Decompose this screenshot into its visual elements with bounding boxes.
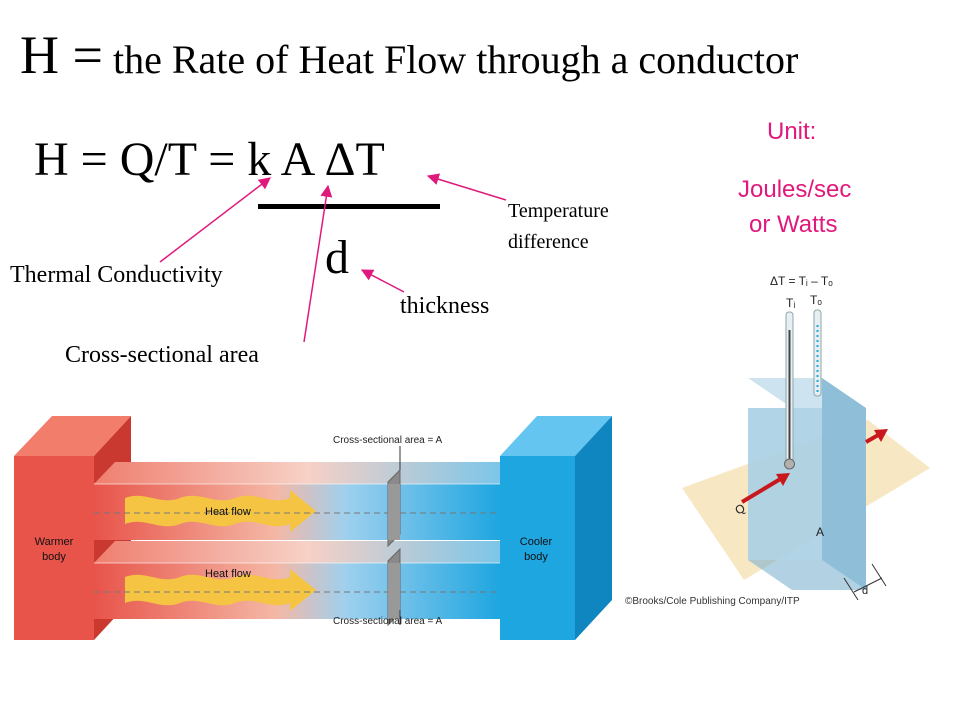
cool-body-top [500,416,612,456]
heat-flow-label-upper: Heat flow [205,506,251,518]
area-arrow [303,184,333,343]
title-symbol: H = [20,25,103,85]
title-text: the Rate of Heat Flow through a conducto… [112,37,799,82]
thermal-conductivity-label: Thermal Conductivity [10,262,223,288]
delta-t-equation: ΔT = Tᵢ – Tₒ [770,274,833,288]
unit-line-2: or Watts [749,211,838,238]
area-a-label: A [816,525,824,539]
lower-rod-top [94,541,521,563]
thermometer-outer [813,309,822,397]
warm-body-top [14,416,131,456]
heat-flow-label-lower: Heat flow [205,568,251,580]
cool-body-label-2: body [524,551,548,563]
q-arrow [740,476,784,504]
heat-flow-arrow-lower [125,569,316,611]
thickness-label: thickness [400,293,490,319]
warm-body-label-1: Warmer [35,536,74,548]
temperature-difference-label: Temperature difference [508,200,609,253]
slab-side [822,378,866,590]
unit-label: Unit: [767,118,817,145]
ti-label: Tᵢ [786,296,795,310]
cross-sectional-area-label: Cross-sectional area [65,342,259,368]
credit-text: ©Brooks/Cole Publishing Company/ITP [625,596,800,607]
page-title: H = the Rate of Heat Flow through a cond… [20,28,798,82]
heat-flow-arrow-upper [125,490,316,532]
cool-body-side [575,416,612,640]
warm-body-label-2: body [42,551,66,563]
slab-front [748,408,822,560]
cool-body-label-1: Cooler [520,536,553,548]
thickness-d-label: d [862,585,868,597]
to-label: Tₒ [810,293,822,307]
heat-conduction-figure: Warmer body Cooler body Heat flow Heat f… [14,416,612,640]
slab-figure: ΔT = Tᵢ – Tₒ Tᵢ Tₒ Q A d ©Brooks/Cole Pu… [625,274,930,607]
fraction-bar [258,204,440,209]
upper-rod-top [94,462,521,484]
warm-body [14,456,94,640]
formula-denominator: d [325,231,349,284]
area-label-bottom: Cross-sectional area = A [333,616,443,627]
thickness-arrow [360,269,405,293]
cool-body [500,456,575,640]
temperature-arrow [426,173,507,201]
area-label-top: Cross-sectional area = A [333,435,443,446]
conductivity-arrow [159,177,271,263]
formula-numerator: H = Q/T = k A ΔT [34,133,385,186]
unit-line-1: Joules/sec [738,176,852,203]
